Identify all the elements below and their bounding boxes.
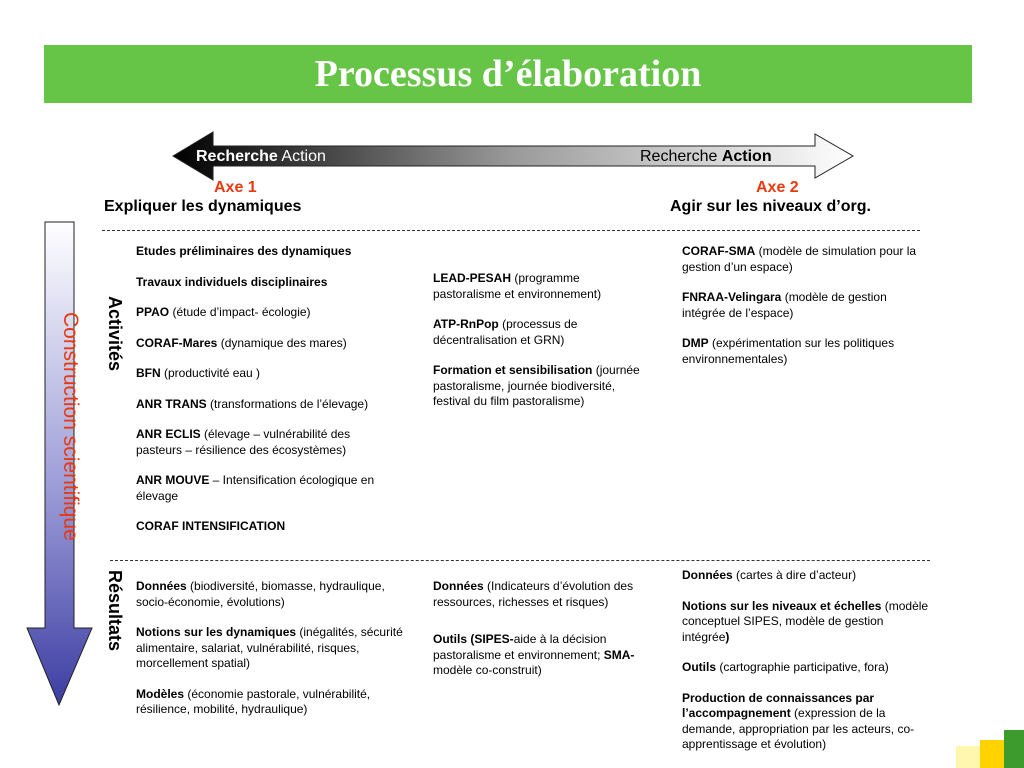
corner-square-pale (956, 746, 982, 768)
list-item: ANR TRANS (transformations de l’élevage) (136, 396, 369, 411)
list-item: Données (cartes à dire d’acteur) (682, 568, 857, 582)
activites-col3: CORAF-SMA (modèle de simulation pour la … (682, 244, 932, 382)
activites-label: Activités (105, 296, 125, 372)
activites-col2: LEAD-PESAH (programme pastoralisme et en… (433, 271, 643, 425)
list-item: LEAD-PESAH (programme pastoralisme et en… (433, 271, 602, 301)
dashed-separator-middle (110, 560, 930, 561)
list-item: Travaux individuels disciplinaires (136, 274, 328, 289)
list-item: Données (biodiversité, biomasse, hydraul… (136, 579, 385, 609)
list-item: ANR ECLIS (élevage – vulnérabilité des p… (136, 427, 351, 457)
title-bar: Processus d’élaboration (44, 45, 972, 103)
list-item: BFN (productivité eau ) (136, 366, 261, 380)
horizontal-arrow-icon (172, 131, 854, 181)
list-item: Notions sur les dynamiques (inégalités, … (136, 625, 403, 670)
list-item: ATP-RnPop (processus de décentralisation… (433, 317, 578, 347)
list-item: Etudes préliminaires des dynamiques (136, 244, 352, 258)
resultats-col3: Données (cartes à dire d’acteur) Notions… (682, 568, 932, 768)
axe1-subtitle: Expliquer les dynamiques (104, 198, 302, 215)
arrow-left-label: Recherche Action (196, 148, 326, 165)
page-title: Processus d’élaboration (314, 53, 702, 95)
list-item: Modèles (économie pastorale, vulnérabili… (136, 686, 371, 717)
corner-square-green (1004, 730, 1024, 768)
down-arrow-icon (26, 221, 93, 707)
list-item: FNRAA-Velingara (modèle de gestion intég… (682, 290, 887, 320)
list-item: CORAF INTENSIFICATION (136, 519, 286, 533)
axe2-label: Axe 2 (756, 179, 799, 196)
resultats-col1: Données (biodiversité, biomasse, hydraul… (136, 579, 404, 733)
list-item: Formation et sensibilisation (journée pa… (433, 363, 640, 408)
list-item: Outils (cartographie participative, fora… (682, 660, 889, 674)
list-item: PPAO (étude d’impact- écologie) (136, 305, 311, 319)
list-item: CORAF-Mares (dynamique des mares) (136, 335, 347, 350)
resultats-label: Résultats (105, 570, 125, 652)
list-item: ANR MOUVE – Intensification écologique e… (136, 473, 375, 503)
dashed-separator-top (102, 230, 920, 231)
list-item: Notions sur les niveaux et échelles (mod… (682, 598, 929, 644)
list-item: Données (Indicateurs d’évolution des res… (433, 579, 634, 609)
resultats-col2: Données (Indicateurs d’évolution des res… (433, 579, 645, 694)
arrow-right-label: Recherche Action (640, 148, 772, 165)
list-item: DMP (expérimentation sur les politiques … (682, 336, 895, 366)
list-item: Outils (SIPES-aide à la décision pastora… (433, 632, 635, 677)
list-item: CORAF-SMA (modèle de simulation pour la … (682, 244, 917, 274)
axe1-label: Axe 1 (214, 179, 257, 196)
construction-scientifique-label: Construction scientifique (59, 312, 82, 541)
corner-square-yellow (980, 740, 1004, 768)
axe2-subtitle: Agir sur les niveaux d’org. (670, 198, 871, 215)
activites-col1: Etudes préliminaires des dynamiques Trav… (136, 244, 398, 550)
list-item: Production de connaissances par l’accomp… (682, 690, 915, 752)
